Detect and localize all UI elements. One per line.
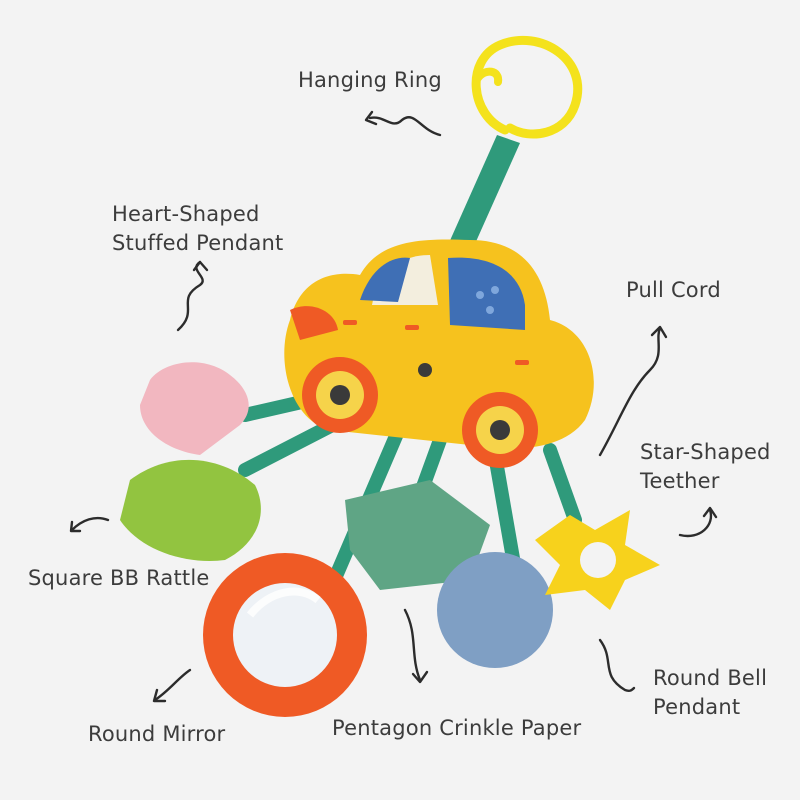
label-heart-pendant-line2: Stuffed Pendant: [112, 231, 284, 255]
arrow-hanging-ring-icon: [368, 116, 442, 137]
label-heart-pendant-line1: Heart-Shaped: [112, 202, 260, 226]
label-star-teether-line1: Star-Shaped: [640, 440, 771, 464]
arrow-rattle-icon: [70, 516, 110, 532]
crinkle-pendant: [345, 480, 490, 590]
arrow-mirror-icon: [153, 668, 192, 702]
arrow-bell-icon: [598, 638, 636, 693]
label-star-teether-line2: Teether: [640, 469, 720, 493]
square-rattle: [120, 459, 261, 561]
label-bell-pendant: Round Bell Pendant: [653, 664, 767, 722]
label-bell-pendant-line1: Round Bell: [653, 666, 768, 690]
arrow-heart-icon: [176, 260, 204, 332]
label-star-teether: Star-Shaped Teether: [640, 438, 771, 496]
arrow-teether-icon: [678, 508, 713, 538]
label-hanging-ring: Hanging Ring: [298, 68, 442, 92]
label-heart-pendant: Heart-Shaped Stuffed Pendant: [112, 200, 283, 258]
label-bell-pendant-line2: Pendant: [653, 695, 741, 719]
car-plush: [284, 239, 594, 468]
heart-pendant: [140, 362, 249, 455]
arrow-crinkle-icon: [403, 608, 422, 682]
bell-pendant: [437, 552, 553, 668]
label-crinkle-paper: Pentagon Crinkle Paper: [332, 716, 582, 740]
label-round-mirror: Round Mirror: [88, 722, 226, 746]
label-pull-cord: Pull Cord: [626, 278, 721, 302]
callout-arrows: [69, 110, 718, 703]
hanging-ring-icon: [471, 36, 583, 139]
top-strap: [448, 135, 520, 255]
label-square-rattle: Square BB Rattle: [28, 566, 210, 590]
arrow-pull-cord-icon: [598, 326, 662, 457]
